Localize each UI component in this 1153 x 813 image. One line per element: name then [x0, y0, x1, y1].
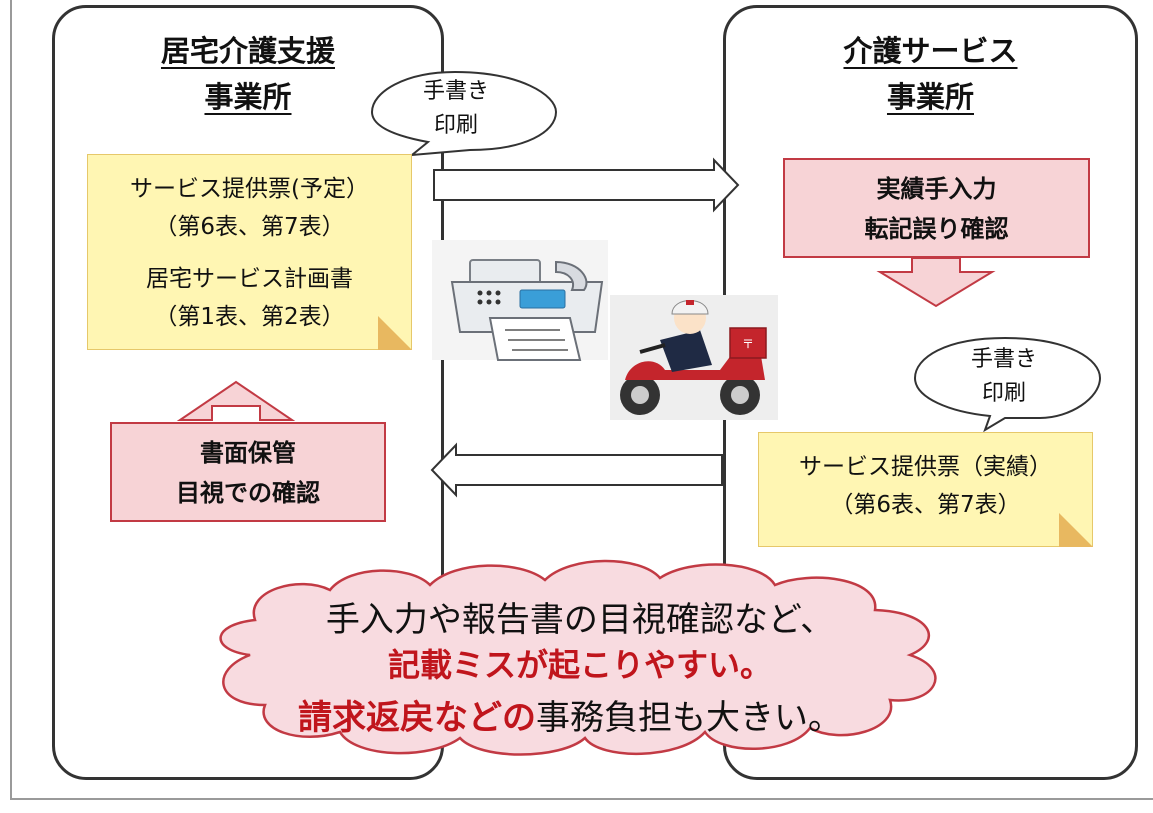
box-line: 書面保管 — [200, 439, 296, 467]
note-line: （第6表、第7表） — [154, 214, 345, 240]
speech-bubble-left — [370, 70, 558, 157]
bubble-line: 印刷 — [981, 381, 1026, 406]
speech-bubble-right-text: 手書き 印刷 — [914, 343, 1094, 411]
arrow-up-icon — [176, 380, 296, 421]
page-fold-icon — [1059, 513, 1093, 547]
cloud-callout — [219, 559, 937, 756]
cloud-text-line2: 記載ミスが起こりやすい。 — [387, 646, 772, 684]
left-border-line — [10, 0, 12, 800]
note-line: 居宅サービス計画書 — [146, 266, 353, 292]
care-service-office-title: 介護サービス 事業所 — [723, 28, 1138, 120]
care-support-office-title: 居宅介護支援 事業所 — [52, 28, 444, 120]
cloud-text-line3: 請求返戻などの事務負担も大きい。 — [180, 690, 960, 739]
cloud-text-line1: 手入力や報告書の目視確認など、 — [325, 600, 835, 640]
document-storage-box: 書面保管 目視での確認 — [110, 422, 386, 522]
note-line: （第1表、第2表） — [154, 304, 345, 330]
note-line: サービス提供票(予定） — [130, 176, 369, 202]
arrow-down-icon — [876, 257, 996, 308]
bottom-border-line — [10, 798, 1153, 800]
actual-entry-box: 実績手入力 転記誤り確認 — [783, 158, 1090, 258]
speech-bubble-left-text: 手書き 印刷 — [376, 75, 536, 143]
title-line: 事業所 — [886, 80, 974, 114]
bubble-line: 手書き — [422, 79, 489, 104]
fax-machine-icon — [432, 240, 608, 361]
bubble-line: 手書き — [970, 347, 1037, 372]
arrow-right-icon — [433, 157, 740, 213]
note-line: サービス提供票（実績） — [799, 454, 1052, 480]
cloud-text-emphasis: 請求返戻などの — [298, 698, 536, 738]
bubble-line: 印刷 — [433, 113, 478, 138]
box-line: 実績手入力 — [876, 175, 997, 203]
arrow-left-icon — [430, 442, 723, 498]
service-actual-note: サービス提供票（実績） （第6表、第7表） — [758, 432, 1093, 547]
box-line: 転記誤り確認 — [864, 215, 1009, 243]
service-plan-note: サービス提供票(予定） （第6表、第7表） 居宅サービス計画書 （第1表、第2表… — [87, 154, 412, 350]
title-line: 居宅介護支援 — [160, 34, 335, 68]
svg-text:〒: 〒 — [742, 337, 754, 351]
title-line: 介護サービス — [843, 34, 1018, 68]
speech-bubble-right — [913, 336, 1102, 433]
page-fold-icon — [378, 316, 412, 350]
box-line: 目視での確認 — [176, 479, 320, 507]
note-line: （第6表、第7表） — [830, 492, 1021, 518]
cloud-text-rest: 事務負担も大きい。 — [536, 698, 842, 738]
postman-scooter-icon: 〒 — [610, 295, 778, 420]
title-line: 事業所 — [204, 80, 292, 114]
